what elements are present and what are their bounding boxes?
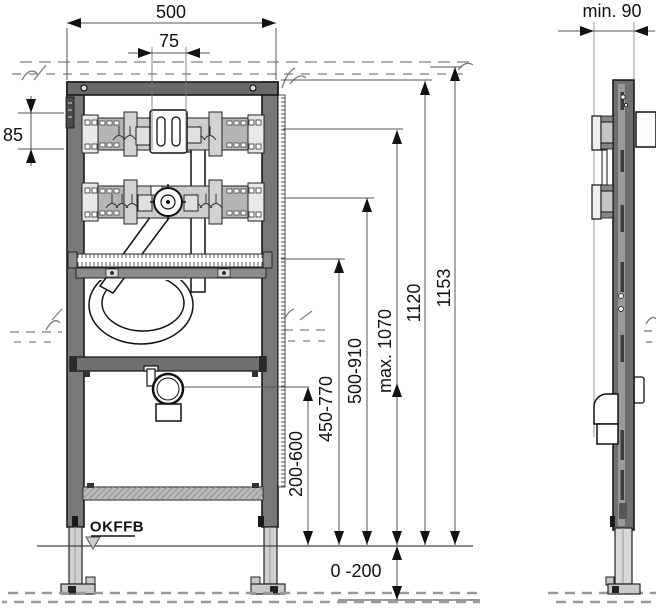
- left-rail: [66, 81, 85, 528]
- wall-hatch-right: [280, 308, 330, 342]
- dimension-foot-0-200: [392, 546, 402, 600]
- left-foot: [60, 516, 96, 595]
- floor-level-marker: [85, 535, 135, 550]
- dim-width-label: 500: [155, 2, 187, 22]
- drain-socket: [143, 365, 185, 422]
- dim-supply-height-label: 500-910: [345, 337, 365, 405]
- dim-foot-adjustment-label: 0 -200: [330, 561, 382, 581]
- wall-hatch-left: [10, 308, 63, 343]
- dim-flush-pipe-spacing-label: 75: [158, 31, 180, 51]
- wall-bracket: [635, 111, 656, 148]
- side-drain-elbow: [593, 393, 619, 445]
- flush-pipe-bracket: [149, 109, 188, 154]
- water-supply-valve: [150, 184, 186, 220]
- dim-total-height-label: 1153: [434, 268, 454, 308]
- dimension-offset-85: [18, 96, 64, 166]
- upper-mounting-rail: [81, 109, 265, 157]
- vertical-dimensions: [183, 66, 462, 545]
- dim-fixing-height-label: 450-770: [316, 375, 336, 443]
- drain-crossbar: [69, 356, 267, 377]
- dim-depth-label: min. 90: [582, 1, 642, 21]
- right-foot: [250, 516, 286, 595]
- dimension-spacing-75: [128, 47, 210, 150]
- dimension-width-500: [66, 18, 277, 80]
- water-supply-rail: [81, 179, 265, 225]
- ground-hatch: [2, 591, 656, 604]
- side-lower-bracket: [591, 184, 614, 220]
- wall-hatch-top: [12, 61, 474, 89]
- pipe-clamp-tab: [633, 376, 645, 404]
- flexible-hose-loop: [88, 280, 194, 345]
- bottom-crossbar: [82, 483, 264, 501]
- side-view: [591, 22, 656, 595]
- support-crossbar: [75, 267, 267, 279]
- side-upper-bracket: [591, 115, 614, 186]
- rail-label-plate: [65, 96, 75, 129]
- top-crossbar: [66, 81, 279, 96]
- dim-flush-pipe-height-label: max. 1070: [375, 308, 395, 394]
- dimension-depth-min90: [558, 26, 655, 36]
- dim-upper-crossbar-height-label: 1120: [404, 283, 424, 323]
- dim-top-offset-label: 85: [2, 125, 24, 145]
- ruler-rail: [67, 251, 273, 269]
- side-foot: [605, 516, 641, 595]
- wall-hatch-sideview: [644, 316, 656, 343]
- floor-level-label: OKFFB: [89, 518, 145, 536]
- dim-drain-height-label: 200-600: [286, 430, 306, 498]
